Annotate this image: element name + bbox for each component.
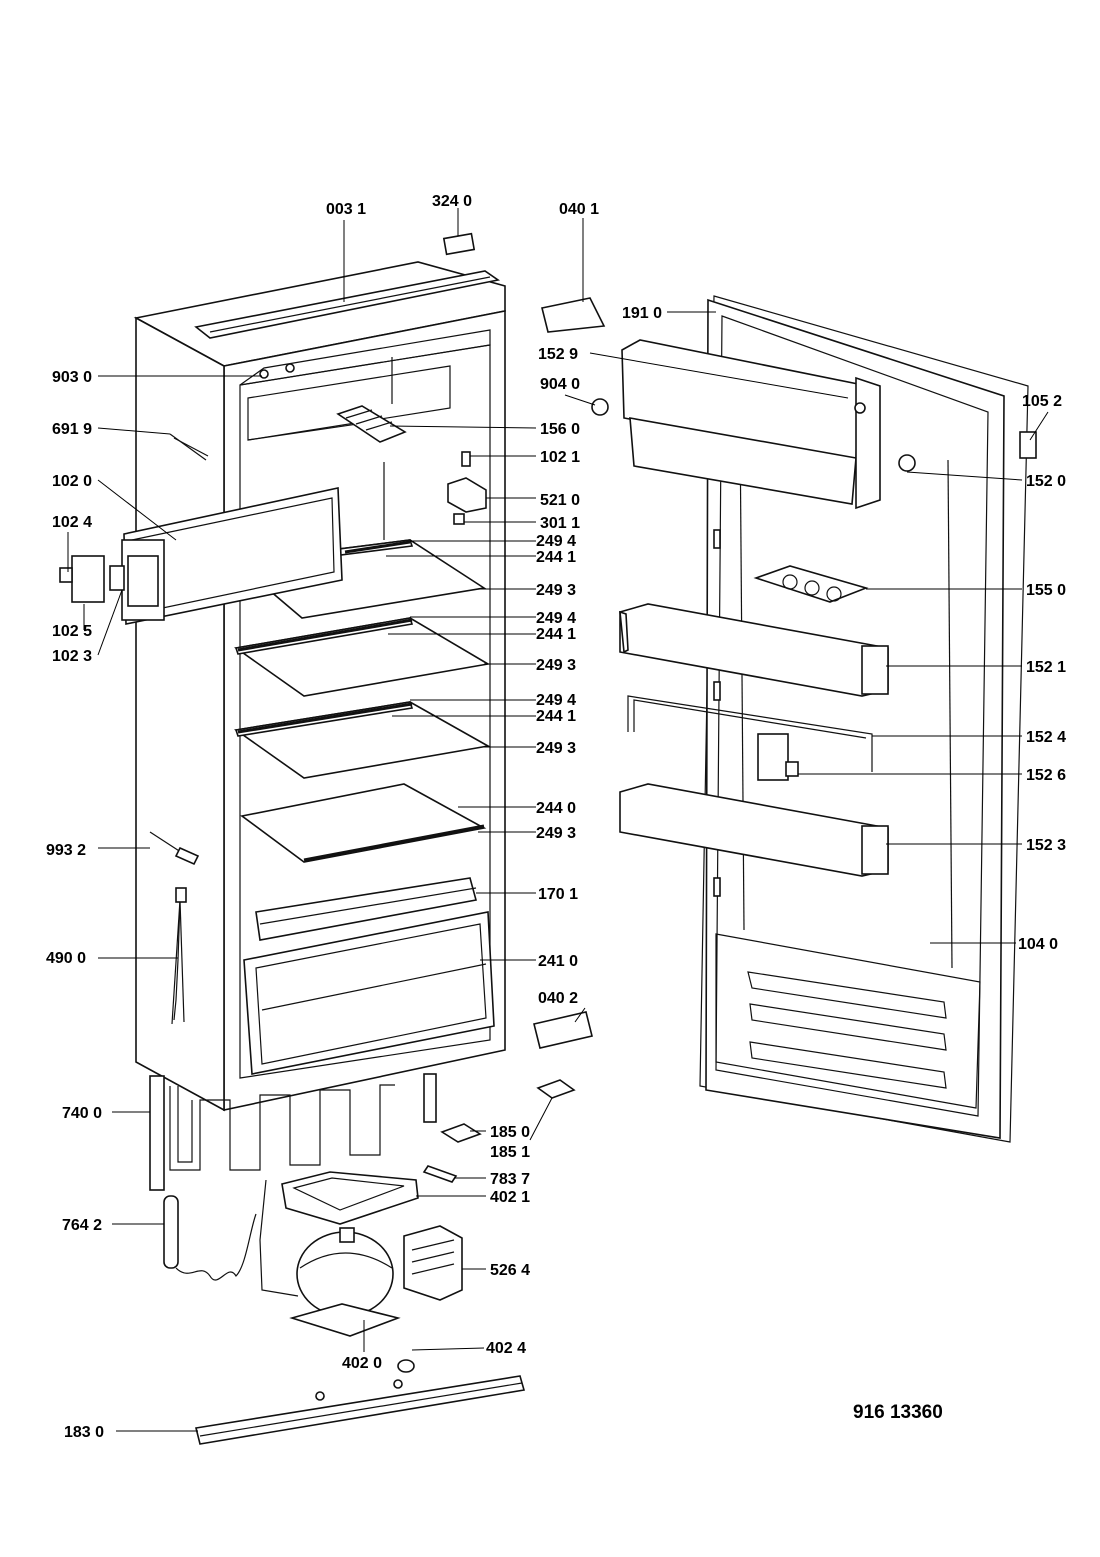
bottom-rail [195,1375,526,1445]
part-label: 241 0 [538,953,578,970]
part-label: 152 3 [1026,837,1066,854]
part-label: 993 2 [46,842,86,859]
part-label: 102 1 [540,449,580,466]
part-label: 402 1 [490,1189,530,1206]
door-balcony-1 [619,603,889,697]
condenser [149,1073,437,1191]
part-label: 783 7 [490,1171,530,1188]
shelf-3 [233,701,491,779]
leader-lines [67,208,1049,1432]
part-label: 301 1 [540,515,580,532]
power-cable [171,887,187,1025]
egg-tray [753,565,869,603]
part-label: 170 1 [538,886,578,903]
part-label: 152 4 [1026,729,1066,746]
part-label: 040 1 [559,201,599,218]
part-label: 102 0 [52,473,92,490]
ice-tray [336,405,407,443]
part-label: 156 0 [540,421,580,438]
part-label: 490 0 [46,950,86,967]
part-label: 244 1 [536,549,576,566]
part-label: 402 4 [486,1340,526,1357]
part-label: 152 6 [1026,767,1066,784]
part-labels: 003 1 324 0 040 1 191 0 152 9 904 0 105 … [46,193,1066,1441]
lamp [169,433,209,461]
part-label: 764 2 [62,1217,102,1234]
part-label: 903 0 [52,369,92,386]
part-label: 185 1 [490,1144,530,1161]
relay-box [403,1225,463,1301]
part-label: 324 0 [432,193,472,210]
thermostat-cable [149,831,200,866]
part-label: 249 4 [536,533,576,550]
part-label: 249 4 [536,610,576,627]
part-label: 244 0 [536,800,576,817]
part-label: 105 2 [1022,393,1062,410]
cabinet [59,232,506,1112]
part-label: 183 0 [64,1424,104,1441]
shelf-4 [240,783,487,863]
part-label: 691 9 [52,421,92,438]
part-label: 249 3 [536,582,576,599]
part-label: 102 5 [52,623,92,640]
part-label: 191 0 [622,305,662,322]
part-label: 249 3 [536,740,576,757]
door-balcony-2 [619,783,889,877]
compressor [289,1227,401,1337]
diagram-code: 916 13360 [853,1402,943,1423]
freezer-flap [121,487,343,625]
crisper-drawer [243,911,495,1075]
drip-tray [281,1171,419,1225]
part-label: 244 1 [536,626,576,643]
capillary-coil [163,1195,257,1281]
part-label: 152 1 [1026,659,1066,676]
part-label: 526 4 [490,1262,530,1279]
part-label: 904 0 [540,376,580,393]
part-label: 249 3 [536,825,576,842]
part-label: 185 0 [490,1124,530,1141]
part-label: 040 2 [538,990,578,1007]
part-label: 740 0 [62,1105,102,1122]
shelf-2 [233,617,491,697]
part-label: 152 9 [538,346,578,363]
part-label: 402 0 [342,1355,382,1372]
crisper-cover [255,877,478,941]
door-dairy-compartment [621,339,881,510]
part-label: 249 4 [536,692,576,709]
part-label: 102 4 [52,514,92,531]
part-label: 102 3 [52,648,92,665]
part-label: 521 0 [540,492,580,509]
part-label: 155 0 [1026,582,1066,599]
bottle-rail [627,695,873,772]
part-label: 244 1 [536,708,576,725]
part-label: 249 3 [536,657,576,674]
part-label: 003 1 [326,201,366,218]
part-label: 104 0 [1018,936,1058,953]
part-label: 152 0 [1026,473,1066,490]
